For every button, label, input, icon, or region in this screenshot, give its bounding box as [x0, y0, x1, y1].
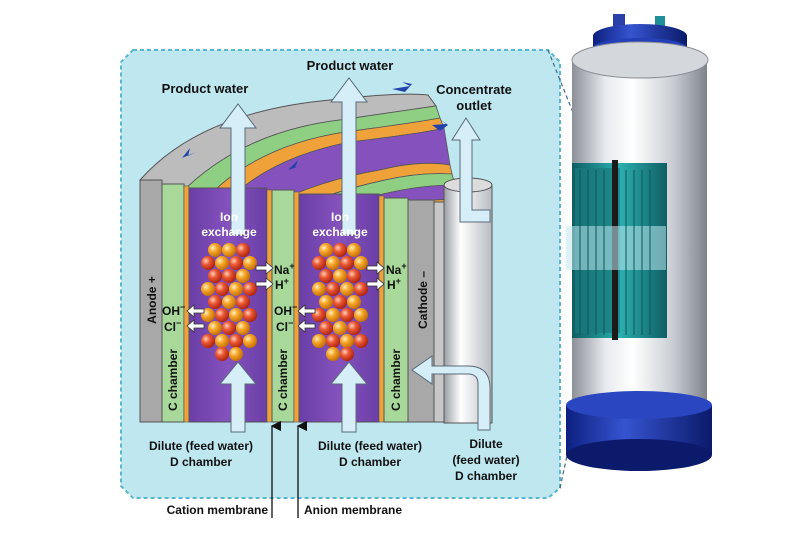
label-c-chamber-3: C chamber — [389, 349, 403, 411]
label-product-water-left: Product water — [162, 81, 249, 96]
label-ion-2: Ion — [331, 210, 349, 224]
electrodeionization-stack — [139, 82, 493, 424]
label-dilute-right-1: Dilute — [469, 437, 503, 451]
label-c-chamber-2: C chamber — [276, 349, 290, 411]
label-anion-membrane: Anion membrane — [304, 503, 402, 517]
label-anode: Anode + — [145, 276, 159, 324]
label-outlet: outlet — [456, 98, 492, 113]
label-dilute-1: Dilute (feed water) — [149, 439, 253, 453]
label-c-chamber-1: C chamber — [166, 349, 180, 411]
label-product-water-top: Product water — [307, 58, 394, 73]
label-exchange-1: exchange — [201, 225, 257, 239]
label-oh-2: OH− — [274, 302, 297, 318]
label-d-chamber-2: D chamber — [339, 455, 401, 469]
cathode-electrode — [407, 199, 435, 423]
label-cl-2: Cl− — [276, 318, 293, 334]
resin-beads-2 — [312, 243, 368, 361]
feed-arrow-d2 — [329, 361, 369, 433]
label-h-1: H+ — [275, 276, 289, 292]
label-h-2: H+ — [387, 276, 401, 292]
label-dilute-right-2: (feed water) — [452, 453, 519, 467]
label-exchange-2: exchange — [312, 225, 368, 239]
ion-arrows — [186, 261, 385, 333]
product-water-arrow-left — [219, 103, 257, 236]
text-labels: Product water Product water Concentrate … — [145, 58, 520, 517]
concentrate-outlet-arrow — [451, 117, 491, 223]
label-dilute-2: Dilute (feed water) — [318, 439, 422, 453]
label-na-2: Na+ — [386, 261, 407, 277]
label-na-1: Na+ — [274, 261, 295, 277]
label-cathode: Cathode – — [416, 271, 430, 329]
label-cation-membrane: Cation membrane — [167, 503, 269, 517]
feed-arrow-d1 — [218, 361, 258, 433]
product-water-arrow-top — [330, 77, 368, 236]
c-chamber-3 — [383, 197, 409, 423]
feed-arrow-right — [411, 355, 491, 431]
resin-beads-1 — [201, 243, 257, 361]
label-concentrate: Concentrate — [436, 82, 512, 97]
label-cl-1: Cl− — [164, 318, 181, 334]
label-ion-1: Ion — [220, 210, 238, 224]
flow-arrows — [218, 77, 491, 433]
label-d-chamber-1: D chamber — [170, 455, 232, 469]
edi-module-cylinder — [566, 14, 712, 471]
label-dilute-right-3: D chamber — [455, 469, 517, 483]
label-oh-1: OH− — [162, 302, 185, 318]
